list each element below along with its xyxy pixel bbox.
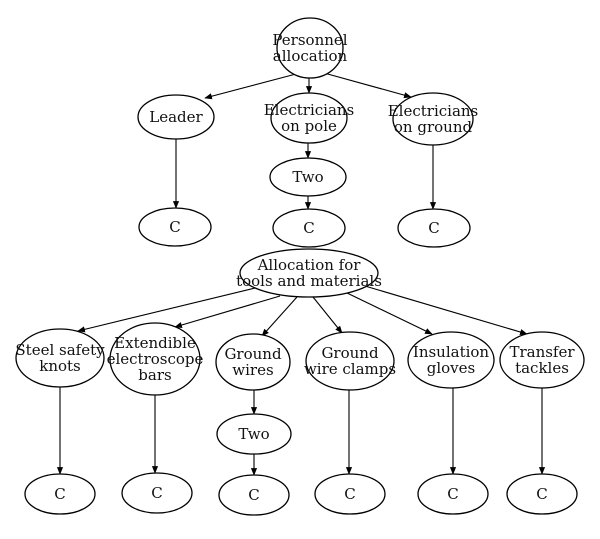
node-label-line: Insulation	[413, 343, 490, 361]
node-ellipse	[270, 92, 348, 144]
node-p-c2: C	[272, 208, 346, 248]
node-ellipse	[137, 94, 215, 140]
node-label-line: wires	[232, 361, 273, 379]
node-p-two: Two	[269, 157, 347, 197]
node-ellipse	[314, 473, 386, 515]
node-t-c3: C	[218, 474, 290, 516]
arrow-t_root-to-t_clamps	[312, 296, 343, 334]
node-ellipse	[216, 413, 292, 455]
arrow-t_root-to-t_bars	[174, 295, 281, 328]
node-p-c3: C	[397, 208, 471, 248]
node-label-line: Two	[238, 425, 269, 443]
arrow-t_root-to-t_gloves	[344, 291, 433, 335]
node-label-line: allocation	[273, 47, 348, 65]
node-ellipse	[269, 157, 347, 197]
node-label-line: tools and materials	[236, 272, 382, 290]
arrow-t_root-to-t_wires	[261, 296, 298, 337]
node-p-c1: C	[138, 207, 212, 247]
node-label-line: Steel safety	[15, 341, 105, 359]
node-label-line: C	[151, 484, 162, 502]
node-ellipse	[138, 207, 212, 247]
arrow-t_root-to-t_tackle	[364, 285, 528, 335]
node-label-line: C	[428, 219, 439, 237]
node-label-line: bars	[138, 366, 171, 384]
node-label-line: wire clamps	[304, 360, 396, 378]
node-label-line: on ground	[394, 118, 473, 136]
node-label-line: knots	[39, 357, 81, 375]
node-label-line: C	[447, 485, 458, 503]
node-label-line: gloves	[427, 359, 475, 377]
node-t-c4: C	[314, 473, 386, 515]
arrow-p_root-to-p_leader	[204, 73, 297, 100]
node-label-line: C	[54, 485, 65, 503]
node-ellipse	[215, 333, 291, 391]
node-t-c5: C	[417, 473, 489, 515]
node-ellipse	[305, 331, 395, 391]
node-ellipse	[499, 331, 585, 389]
node-ellipse	[239, 248, 379, 298]
node-label-line: Electricians	[388, 102, 479, 120]
node-ellipse	[218, 474, 290, 516]
node-ellipse	[417, 473, 489, 515]
node-ellipse	[276, 17, 344, 79]
node-label-line: electroscope	[107, 350, 204, 368]
node-t-c2: C	[121, 472, 193, 514]
node-label-line: C	[248, 486, 259, 504]
node-t-c6: C	[506, 473, 578, 515]
node-p-leader: Leader	[137, 94, 215, 140]
node-label-line: Leader	[149, 108, 203, 126]
node-label-line: Two	[292, 168, 323, 186]
node-label-line: C	[344, 485, 355, 503]
node-ellipse	[407, 331, 495, 389]
node-label-line: Ground	[321, 344, 379, 362]
node-label-line: Transfer	[509, 343, 575, 361]
node-ellipse	[392, 92, 474, 146]
node-t-c1: C	[24, 473, 96, 515]
node-label-line: tackles	[515, 359, 569, 377]
arrow-p_root-to-p_ground	[323, 72, 412, 99]
node-ellipse	[506, 473, 578, 515]
node-ellipse	[397, 208, 471, 248]
node-t-two: Two	[216, 413, 292, 455]
node-label-line: on pole	[281, 117, 337, 135]
node-ellipse	[272, 208, 346, 248]
node-label-line: C	[169, 218, 180, 236]
node-ellipse	[121, 472, 193, 514]
node-label-line: Allocation for	[257, 256, 362, 274]
node-ellipse	[15, 328, 105, 388]
arrow-t_root-to-t_knots	[77, 287, 256, 333]
node-ellipse	[24, 473, 96, 515]
node-ellipse	[109, 322, 201, 396]
node-label-line: Ground	[224, 345, 282, 363]
node-label-line: C	[536, 485, 547, 503]
node-label-line: Extendible	[114, 334, 196, 352]
node-label-line: C	[303, 219, 314, 237]
node-label-line: Electricians	[264, 101, 355, 119]
node-label-line: Personnel	[272, 31, 347, 49]
